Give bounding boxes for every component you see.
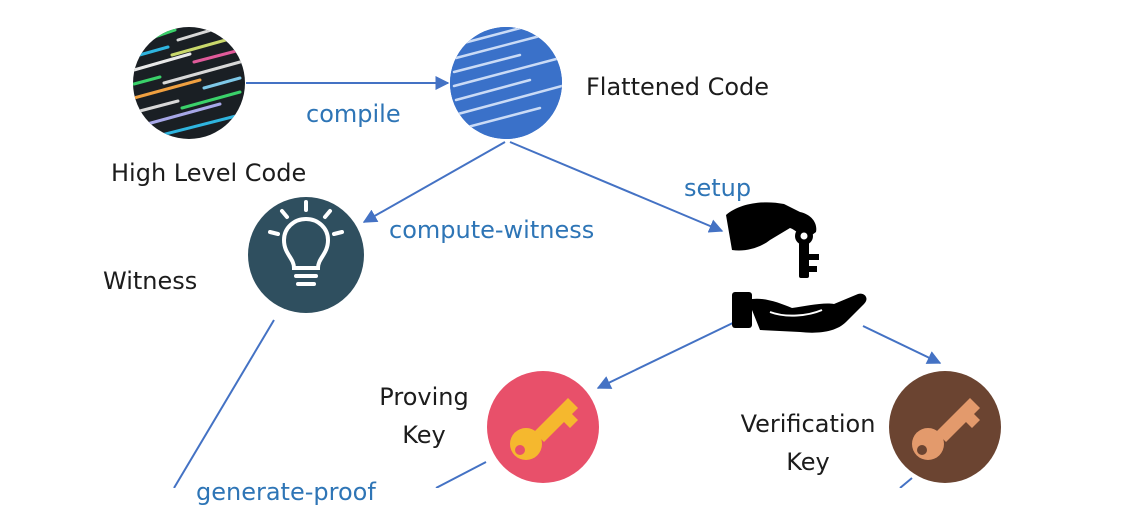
verification-down-line: [899, 477, 913, 488]
lightbulb-icon: [268, 200, 344, 286]
proving-key-node: [487, 371, 599, 483]
verification-key-label: Verification Key: [730, 405, 886, 481]
flattened-code-node: [450, 27, 562, 139]
code-screen-icon: [450, 27, 562, 139]
setup-to-proving-arrow: [596, 319, 740, 389]
generate-proof-edge-label: generate-proof: [196, 478, 376, 506]
proving-key-label-line2: Key: [402, 421, 446, 449]
arrows: [173, 76, 942, 488]
witness-node: [248, 197, 364, 313]
verification-key-node: [889, 371, 1001, 483]
proving-key-label: Proving Key: [372, 378, 476, 454]
setup-edge-label: setup: [684, 174, 752, 202]
compute-witness-edge-label: compute-witness: [389, 216, 595, 244]
diagram-canvas: [133, 27, 1001, 488]
witness-down-line: [173, 319, 275, 488]
high-level-code-node: [133, 27, 245, 139]
compute-witness-arrow: [362, 141, 506, 223]
hand-key-icon: [726, 202, 867, 333]
verification-key-label-line1: Verification: [740, 410, 876, 438]
setup-arrow: [509, 141, 724, 233]
proving-key-label-line1: Proving: [379, 383, 469, 411]
flattened-code-label: Flattened Code: [586, 73, 770, 101]
verification-key-label-line2: Key: [786, 448, 830, 476]
setup-to-verification-arrow: [862, 325, 942, 364]
compile-edge-label: compile: [306, 100, 401, 128]
witness-label: Witness: [103, 267, 198, 295]
proving-down-line: [435, 461, 487, 488]
high-level-code-label: High Level Code: [111, 159, 307, 187]
